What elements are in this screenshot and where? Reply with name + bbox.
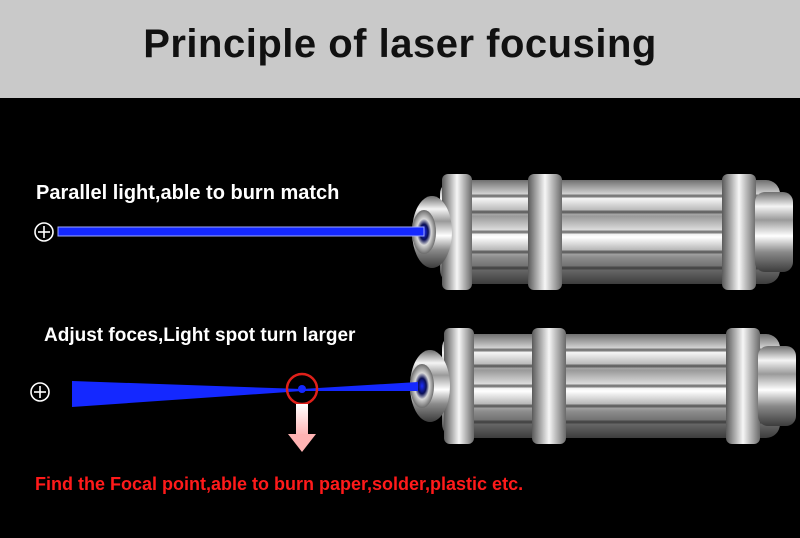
focal-point-caption: Find the Focal point,able to burn paper,… <box>35 474 524 494</box>
illustration-stage: Parallel light,able to burn match Adjust… <box>0 98 800 538</box>
laser-diagram <box>30 174 796 452</box>
parallel-light-caption: Parallel light,able to burn match <box>36 182 340 204</box>
title-banner: Principle of laser focusing <box>0 0 800 98</box>
crosshair-plus-icon <box>34 222 54 242</box>
adjust-focus-caption: Adjust foces,Light spot turn larger <box>44 325 356 346</box>
laser-pointer-top <box>412 174 793 290</box>
page-title: Principle of laser focusing <box>143 22 657 66</box>
focused-laser-beam <box>72 381 418 407</box>
laser-pointer-bottom <box>410 328 796 444</box>
crosshair-plus-icon <box>30 382 50 402</box>
down-arrow-icon <box>288 404 316 452</box>
parallel-laser-beam <box>57 226 425 237</box>
